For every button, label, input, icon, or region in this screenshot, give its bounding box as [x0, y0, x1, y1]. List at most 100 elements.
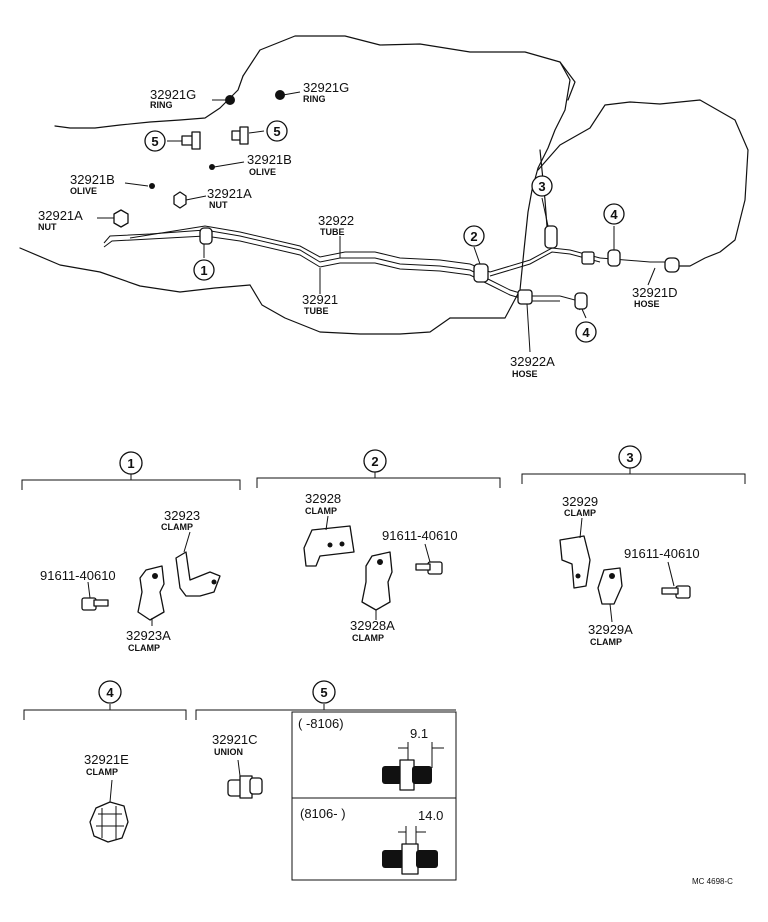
callout-5-right: 5 — [266, 120, 288, 142]
union-variant-old: ( -8106) 9.1 — [298, 716, 444, 791]
callout-3-detail: 3 — [618, 445, 642, 469]
clamp-1-icon — [199, 227, 213, 245]
svg-text:5: 5 — [320, 685, 327, 700]
label-hose-d: 32921D HOSE — [632, 285, 678, 309]
clamp-32923-icon — [175, 551, 221, 597]
callout-1-top: 1 — [193, 259, 215, 281]
label-ring-right: 32921G RING — [303, 80, 349, 104]
bolt-1-icon — [81, 597, 109, 611]
label-clamp-1: 32923 CLAMP — [161, 508, 200, 532]
clamp-4-low-icon — [574, 292, 588, 310]
label-olive-left: 32921B OLIVE — [70, 172, 115, 196]
part-number: 32922 — [318, 213, 354, 228]
union-body-right-icon — [416, 850, 438, 868]
section-brackets-row1 — [21, 468, 746, 490]
union-hex-icon — [399, 759, 415, 791]
part-number: 32921C — [212, 732, 258, 747]
part-name: RING — [303, 94, 326, 104]
part-number: 32921B — [247, 152, 292, 167]
union-right-icon — [231, 126, 249, 145]
label-clamp-2: 32928 CLAMP — [305, 491, 341, 516]
label-clamp-1a: 32923A CLAMP — [126, 628, 171, 653]
union-left-icon — [181, 131, 201, 150]
union-hex-icon — [401, 843, 419, 875]
svg-text:4: 4 — [582, 325, 590, 340]
part-number: 32921E — [84, 752, 129, 767]
label-nut-mid: 32921A NUT — [207, 186, 252, 210]
union-body-left-icon — [382, 766, 402, 784]
clamp-32923a-icon — [137, 565, 165, 621]
callout-2-detail: 2 — [363, 449, 387, 473]
part-number: 32921G — [303, 80, 349, 95]
label-union-5: 32921C UNION — [212, 732, 258, 757]
union-variants-box — [291, 711, 457, 881]
part-number: 32921D — [632, 285, 678, 300]
section-brackets-row2 — [23, 704, 456, 720]
leader — [667, 561, 675, 587]
label-ring-left: 32921G RING — [150, 87, 196, 110]
nut-mid-icon — [173, 191, 187, 209]
part-number: 32928 — [305, 491, 341, 506]
clamp-32928-icon — [303, 525, 355, 567]
bolt-2-icon — [415, 561, 443, 575]
part-number: 32921A — [207, 186, 252, 201]
part-name: CLAMP — [352, 633, 384, 643]
variant-dimension: 14.0 — [418, 808, 443, 823]
label-tube-lower: 32921 TUBE — [302, 292, 338, 316]
olive-left-icon — [149, 183, 155, 189]
part-number: 32921 — [302, 292, 338, 307]
ring-left-icon — [225, 95, 235, 105]
union-body-left-icon — [382, 850, 404, 868]
clamp-2-icon — [473, 263, 489, 283]
part-number: 32922A — [510, 354, 555, 369]
top-parts — [113, 90, 680, 310]
variant-range: (8106- ) — [300, 806, 346, 821]
leader — [579, 517, 583, 539]
ring-right-icon — [275, 90, 285, 100]
label-clamp-4: 32921E CLAMP — [84, 752, 129, 777]
svg-text:1: 1 — [200, 263, 207, 278]
part-name: OLIVE — [249, 167, 276, 177]
svg-text:2: 2 — [371, 454, 378, 469]
callout-5-left: 5 — [144, 130, 166, 152]
svg-text:5: 5 — [273, 124, 280, 139]
part-number: 32923 — [164, 508, 200, 523]
clamp-32921e-icon — [89, 801, 129, 843]
label-nut-left: 32921A NUT — [38, 208, 83, 232]
callout-4-top-low: 4 — [575, 321, 597, 343]
svg-text:5: 5 — [151, 134, 158, 149]
callout-3-top: 3 — [531, 175, 553, 197]
leader — [109, 779, 113, 803]
label-bolt-3: 91611-40610 — [624, 546, 700, 561]
label-clamp-3a: 32929A CLAMP — [588, 622, 633, 647]
part-name: NUT — [38, 222, 57, 232]
clamp-32929-icon — [559, 535, 591, 589]
svg-text:2: 2 — [470, 229, 477, 244]
callout-4-detail: 4 — [98, 680, 122, 704]
bolt-3-icon — [661, 585, 691, 599]
callout-5-detail: 5 — [312, 680, 336, 704]
label-olive-right: 32921B OLIVE — [247, 152, 292, 177]
svg-text:4: 4 — [610, 207, 618, 222]
part-name: CLAMP — [128, 643, 160, 653]
hose-d-fitting-icon — [581, 251, 595, 265]
svg-text:3: 3 — [626, 450, 633, 465]
part-name: UNION — [214, 747, 243, 757]
clamp-4-high-icon — [607, 249, 621, 267]
part-name: TUBE — [320, 227, 345, 237]
union-body-right-icon — [412, 766, 432, 784]
leader — [609, 603, 613, 623]
part-number: 32928A — [350, 618, 395, 633]
part-number: 32929A — [588, 622, 633, 637]
variant-dimension: 9.1 — [410, 726, 428, 741]
olive-right-icon — [209, 164, 215, 170]
part-name: RING — [150, 100, 173, 110]
label-clamp-3: 32929 CLAMP — [562, 494, 598, 518]
part-number: 32923A — [126, 628, 171, 643]
callout-4-top-high: 4 — [603, 203, 625, 225]
leader — [424, 543, 431, 563]
part-name: HOSE — [512, 369, 538, 379]
callout-1-detail: 1 — [119, 451, 143, 475]
nut-left-icon — [113, 209, 129, 228]
